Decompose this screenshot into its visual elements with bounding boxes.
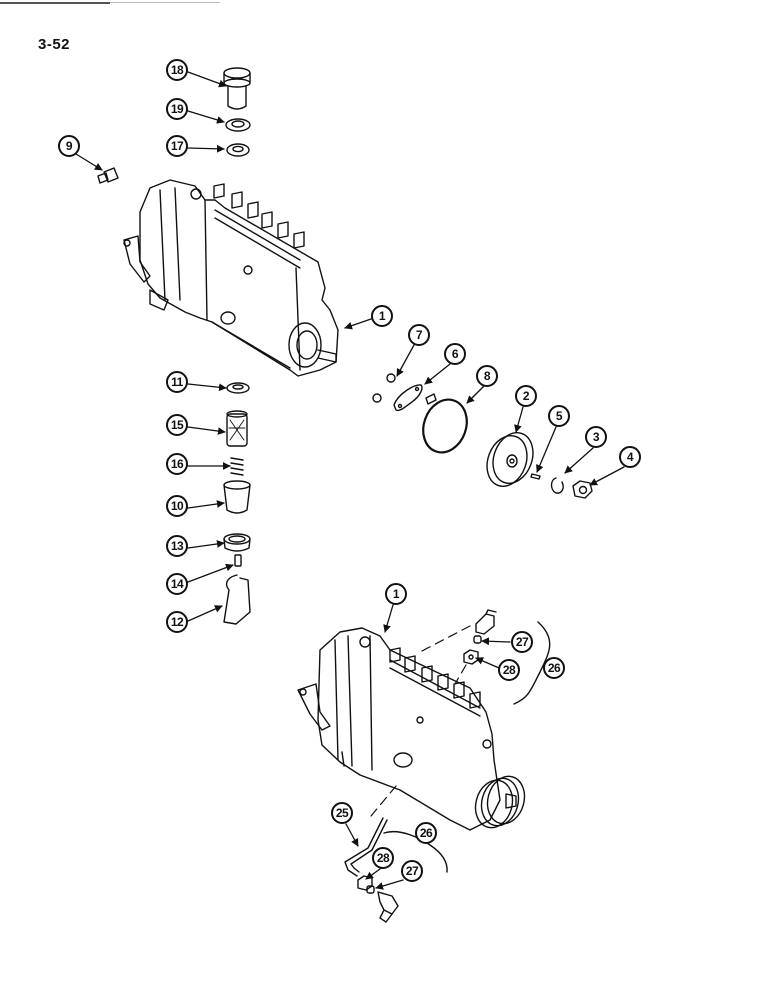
- part-10-sediment-bowl: [223, 480, 251, 514]
- part-16-spring: [230, 457, 244, 476]
- callout-8: 8: [476, 365, 498, 387]
- callout-1-upper: 1: [371, 305, 393, 327]
- brace-26-lower: [383, 831, 448, 873]
- elbow-fitting-lower: [377, 891, 399, 923]
- callout-27-lower: 27: [401, 860, 423, 882]
- callout-17: 17: [166, 135, 188, 157]
- callout-15: 15: [166, 414, 188, 436]
- part-6-lock-plate: [393, 384, 423, 412]
- callout-28-lower: 28: [372, 847, 394, 869]
- callout-26-upper: 26: [543, 657, 565, 679]
- callout-9: 9: [58, 135, 80, 157]
- delivery-valves: [213, 183, 305, 249]
- callout-27-upper: 27: [511, 631, 533, 653]
- part-27-upper: [473, 635, 482, 644]
- callout-26-lower: 26: [415, 822, 437, 844]
- callout-6: 6: [444, 343, 466, 365]
- callout-16: 16: [166, 453, 188, 475]
- part-7-nuts: [372, 373, 396, 403]
- callout-11: 11: [166, 371, 188, 393]
- part-3-lock-washer: [550, 477, 564, 494]
- callout-12: 12: [166, 611, 188, 633]
- callout-19: 19: [166, 98, 188, 120]
- injection-pump-lower: [297, 627, 526, 831]
- callout-4: 4: [619, 446, 641, 468]
- callout-13: 13: [166, 535, 188, 557]
- part-6-screw: [425, 393, 437, 405]
- part-28-upper: [463, 649, 479, 665]
- header-rule: [0, 2, 110, 4]
- brace-26-upper: [513, 621, 551, 705]
- part-25-fuel-pipe: [344, 817, 388, 877]
- part-15-filter-element: [226, 410, 248, 447]
- part-4-nut: [572, 480, 593, 499]
- callout-1-lower: 1: [385, 583, 407, 605]
- page-number: 3-52: [38, 36, 71, 53]
- header-rule-faint: [110, 2, 220, 3]
- part-8-o-ring: [422, 398, 468, 454]
- part-27-lower: [366, 885, 375, 894]
- injection-pump-upper: [123, 179, 339, 377]
- part-18-hand-primer: [223, 67, 251, 110]
- leader-lines: [75, 71, 625, 890]
- callout-18: 18: [166, 59, 188, 81]
- part-19-washer: [225, 118, 251, 132]
- part-14-thumb-screw: [234, 554, 242, 567]
- part-5-woodruff-key: [530, 473, 541, 480]
- callout-2: 2: [515, 385, 537, 407]
- callout-28-upper: 28: [498, 659, 520, 681]
- part-13-bowl-ring: [223, 533, 251, 552]
- callout-10: 10: [166, 495, 188, 517]
- part-11-washer: [226, 382, 250, 394]
- callout-7: 7: [408, 324, 430, 346]
- callout-14: 14: [166, 573, 188, 595]
- callout-3: 3: [585, 426, 607, 448]
- part-9-bleed-screw: [97, 167, 119, 184]
- delivery-valves-lower: [389, 647, 481, 709]
- part-12-bail-clamp: [223, 574, 251, 625]
- elbow-fitting-upper: [475, 609, 497, 635]
- part-17-seal: [226, 143, 250, 157]
- assembly-dash-lines: [370, 625, 471, 817]
- part-28-lower: [357, 875, 373, 891]
- callout-25: 25: [331, 802, 353, 824]
- part-2-drive-gear-hub: [486, 432, 534, 487]
- callout-5: 5: [548, 405, 570, 427]
